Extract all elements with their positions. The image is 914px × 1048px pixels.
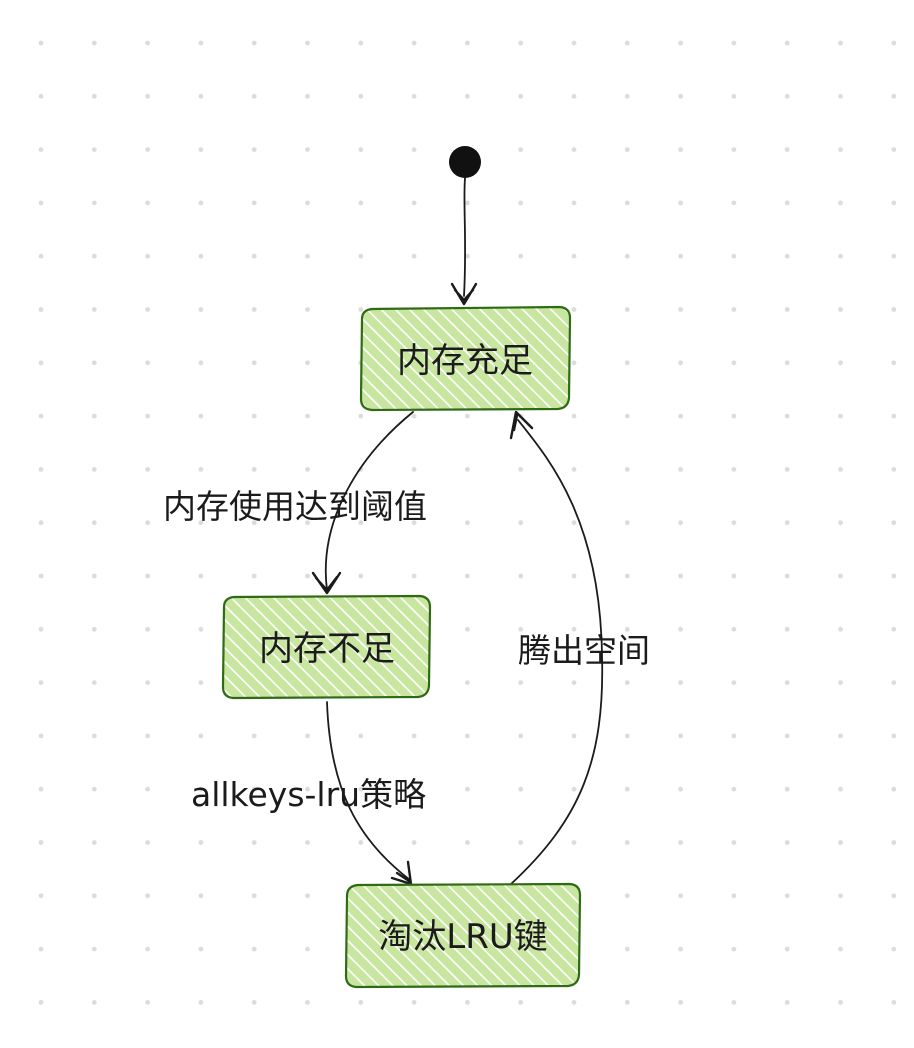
edge-label-allkeys-lru: allkeys-lru策略 — [191, 775, 426, 814]
edge-label-free-space: 腾出空间 — [518, 631, 650, 670]
state-label-memory-sufficient: 内存充足 — [397, 341, 533, 381]
initial-state-marker — [449, 146, 481, 178]
edge-label-usage-threshold: 内存使用达到阈值 — [163, 487, 427, 526]
edge-start-to-sufficient — [450, 177, 478, 306]
edge-sufficient-to-insufficient — [311, 411, 414, 595]
state-node-memory-sufficient[interactable]: 内存充足 — [359, 305, 572, 412]
state-node-evict-lru-keys[interactable]: 淘汰LRU键 — [344, 882, 582, 989]
state-label-evict-lru-keys: 淘汰LRU键 — [378, 917, 547, 957]
dot-grid-background — [38, 40, 897, 1005]
edge-evict-to-sufficient — [509, 410, 604, 885]
state-node-memory-insufficient[interactable]: 内存不足 — [221, 594, 432, 700]
state-label-memory-insufficient: 内存不足 — [259, 629, 395, 669]
